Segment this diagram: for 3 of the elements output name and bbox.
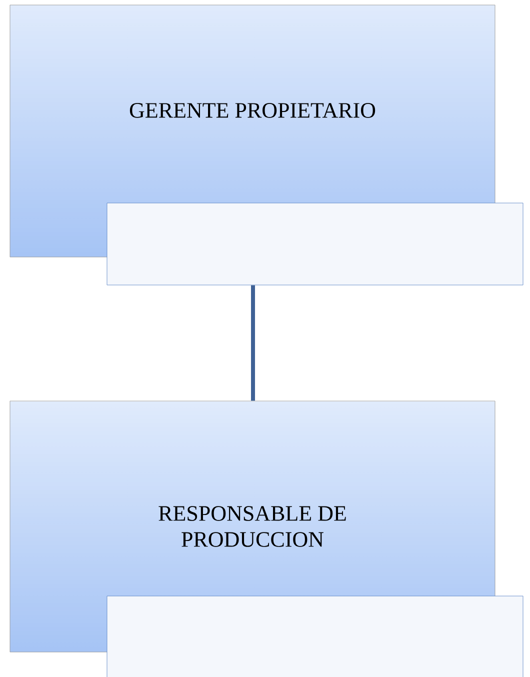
name-box [106,596,524,677]
connector-line [251,285,255,401]
name-box [106,202,524,286]
